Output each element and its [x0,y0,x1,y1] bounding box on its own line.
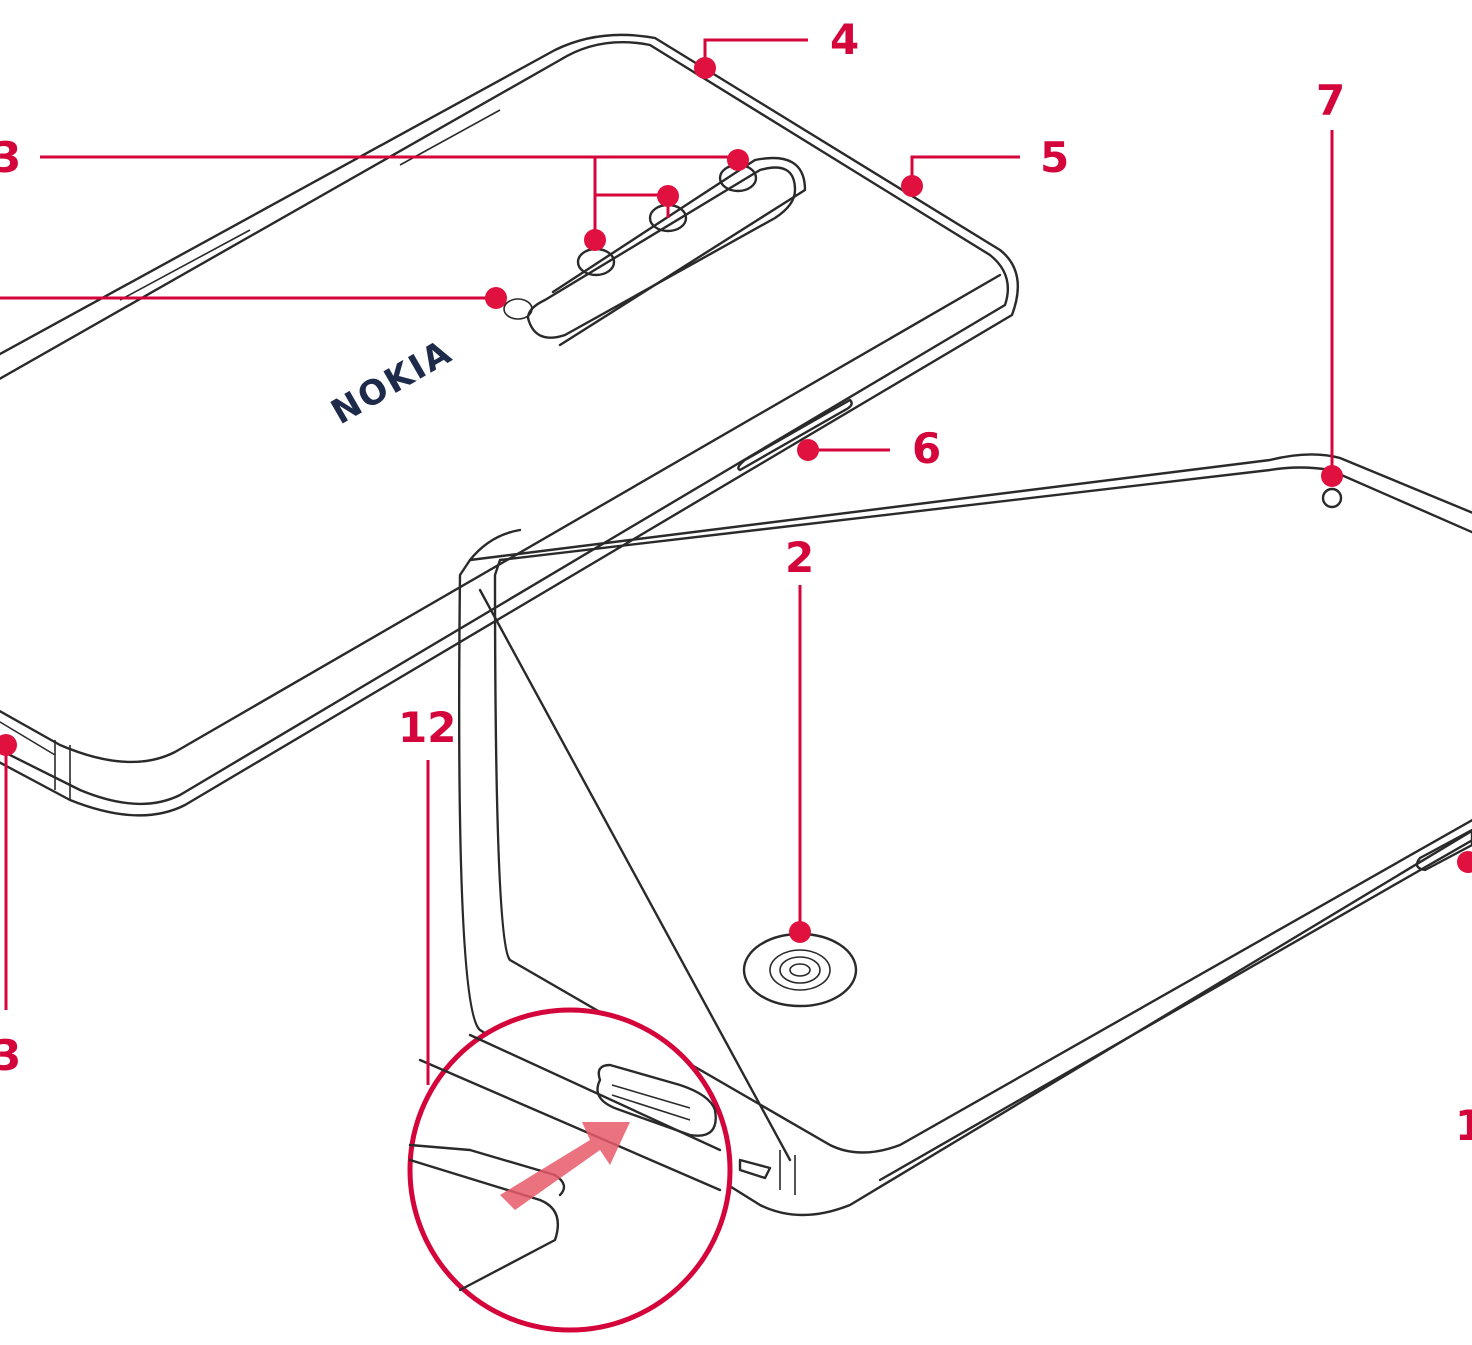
label-top-mic: 4 [830,15,859,64]
phone-front-view [457,453,1472,1217]
label-bottom-left: 3 [0,1031,21,1080]
callouts: 3 4 5 7 6 2 12 3 1 [0,15,1472,1150]
brand-logo: NOKIA [325,332,460,433]
phone-back-view: NOKIA [0,33,1019,817]
flash [503,298,533,320]
label-right-edge: 1 [1455,1101,1472,1150]
label-usb-connector: 12 [398,703,456,752]
fingerprint-sensor [742,932,858,1008]
insert-arrow [500,1122,630,1210]
label-rear-cameras: 3 [0,133,21,182]
label-fingerprint: 2 [785,533,814,582]
sim-tray-slot [737,398,853,472]
camera-module [503,156,807,347]
label-front-camera: 7 [1316,76,1345,125]
usb-port [596,1063,717,1137]
label-headset-connector: 5 [1040,133,1069,182]
label-sim-tray: 6 [912,424,941,473]
usb-detail-inset [407,1007,733,1333]
front-camera [1321,487,1343,509]
